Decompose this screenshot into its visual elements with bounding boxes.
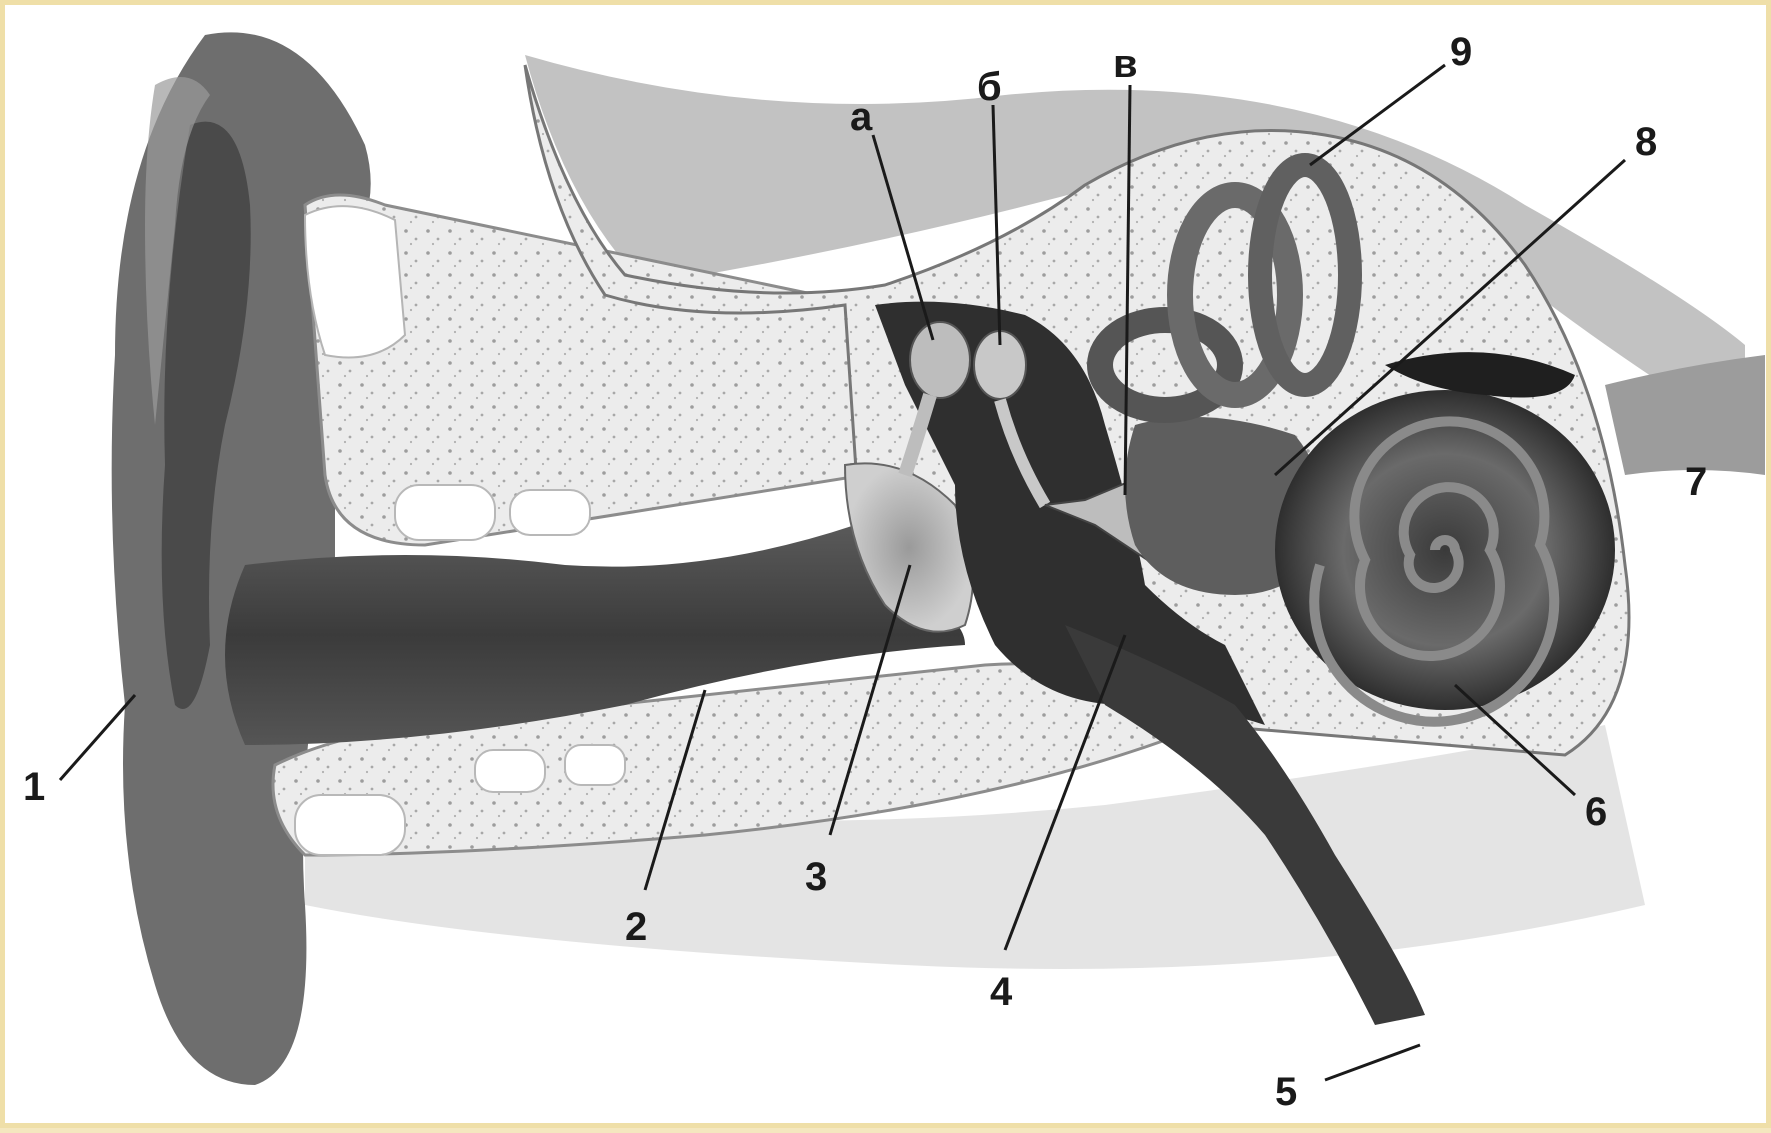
label-a: а [850, 95, 873, 139]
upper-white-piece-1 [395, 485, 495, 540]
label-7: 7 [1685, 460, 1707, 504]
upper-white-piece-2 [510, 490, 590, 535]
label-9: 9 [1450, 30, 1472, 74]
label-b: б [977, 65, 1002, 109]
lower-white-piece-1 [295, 795, 405, 855]
label-4: 4 [990, 970, 1013, 1014]
label-8: 8 [1635, 120, 1657, 164]
label-6: 6 [1585, 790, 1607, 834]
lower-white-piece-3 [565, 745, 625, 785]
lower-white-piece-2 [475, 750, 545, 792]
leader-5 [1325, 1045, 1420, 1080]
label-2: 2 [625, 905, 647, 949]
ear-anatomy-diagram: 1 2 3 4 5 6 7 8 9 а б в [5, 5, 1771, 1133]
upper-cartilage-white [305, 206, 405, 357]
malleus [910, 322, 970, 398]
label-5: 5 [1275, 1070, 1297, 1114]
label-1: 1 [23, 765, 45, 809]
auditory-nerve [1605, 355, 1765, 475]
label-3: 3 [805, 855, 827, 899]
label-v: в [1113, 42, 1138, 86]
